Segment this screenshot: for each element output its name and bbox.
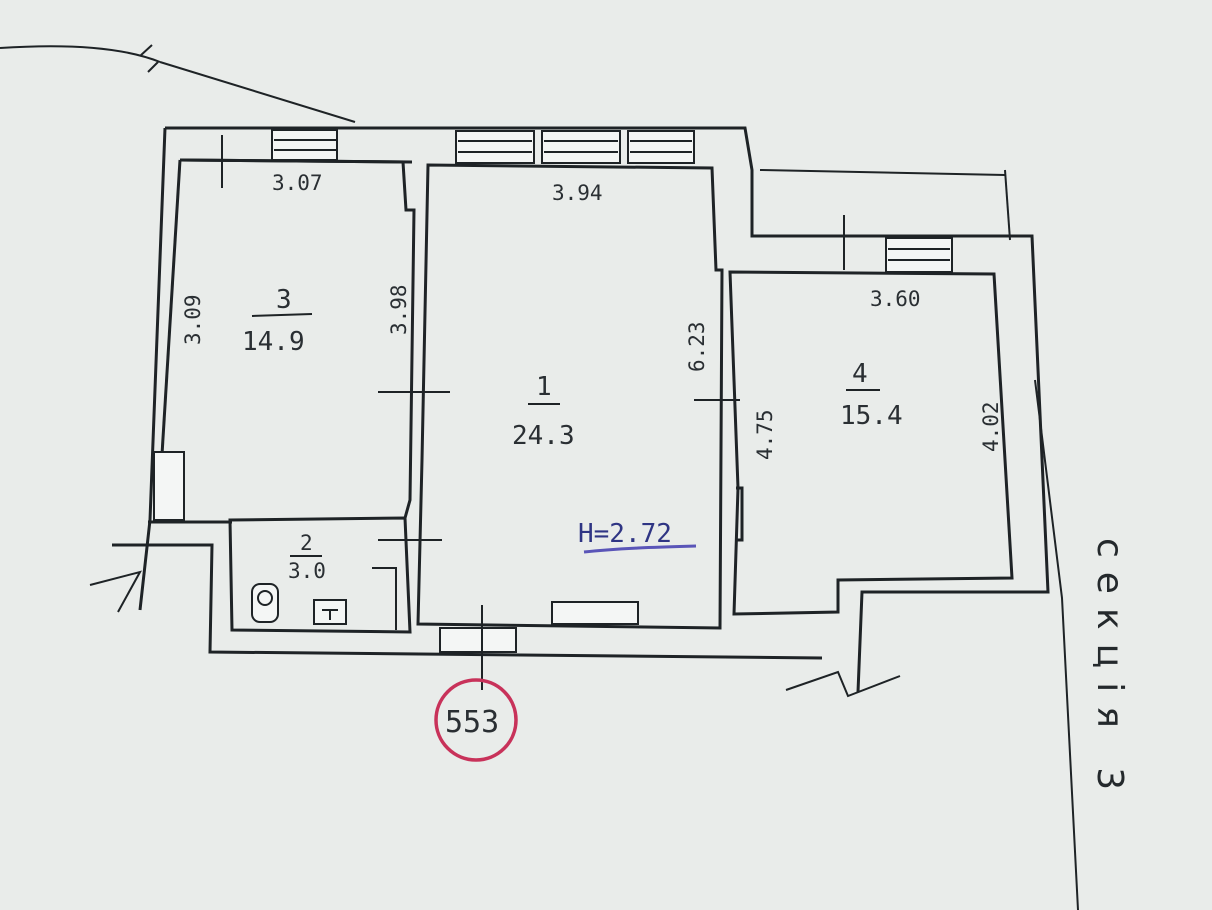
room-label-3: 3 14.9 — [242, 285, 313, 357]
door-marks — [89, 44, 901, 698]
room-label-1: 1 24.3 — [512, 372, 575, 451]
window-room1-b — [541, 130, 621, 164]
dim-room3-right: 3.98 — [387, 284, 411, 335]
outer-walls — [112, 126, 1050, 693]
dim-room3-top: 3.07 — [272, 171, 323, 195]
room-area: 14.9 — [242, 327, 305, 357]
apartment-number: 553 — [445, 705, 499, 740]
room-area: 24.3 — [512, 421, 575, 451]
fixtures — [153, 451, 639, 630]
room-area: 15.4 — [840, 401, 903, 431]
room-area: 3.0 — [288, 559, 326, 583]
height-underline — [583, 544, 697, 554]
room-number: 4 — [852, 359, 868, 389]
windows — [271, 129, 953, 653]
shelf-room3 — [153, 451, 185, 521]
ceiling-height: H=2.72 — [578, 519, 672, 549]
room-label-4: 4 15.4 — [840, 359, 903, 431]
section-label: секція 3 — [1089, 538, 1130, 804]
dim-room4-top: 3.60 — [870, 287, 921, 311]
dim-room1-right: 6.23 — [685, 321, 709, 372]
apartment-number-stamp: 553 — [434, 678, 518, 762]
room-4-walls — [728, 270, 1014, 616]
window-room1-a — [455, 130, 535, 164]
dim-room4-right: 4.02 — [979, 401, 1003, 452]
room-number: 3 — [276, 285, 292, 315]
dim-room3-left: 3.09 — [181, 294, 205, 345]
outer-site-lines — [0, 45, 1079, 910]
radiator-room1 — [551, 601, 639, 625]
room-number: 1 — [536, 372, 552, 402]
stamp-circle — [434, 678, 518, 762]
dim-room1-top: 3.94 — [552, 181, 603, 205]
dim-room4-left: 4.75 — [753, 409, 777, 460]
ceiling-height-note: H=2.72 — [578, 519, 697, 554]
window-entry — [439, 627, 517, 653]
toilet-bowl-icon — [257, 590, 273, 606]
room-3-walls — [179, 158, 416, 519]
window-room4 — [885, 237, 953, 273]
room-1-walls — [416, 163, 724, 630]
room-number: 2 — [300, 531, 313, 555]
window-room3 — [271, 129, 338, 161]
room-label-2: 2 3.0 — [288, 531, 326, 583]
window-room1-c — [627, 130, 695, 164]
